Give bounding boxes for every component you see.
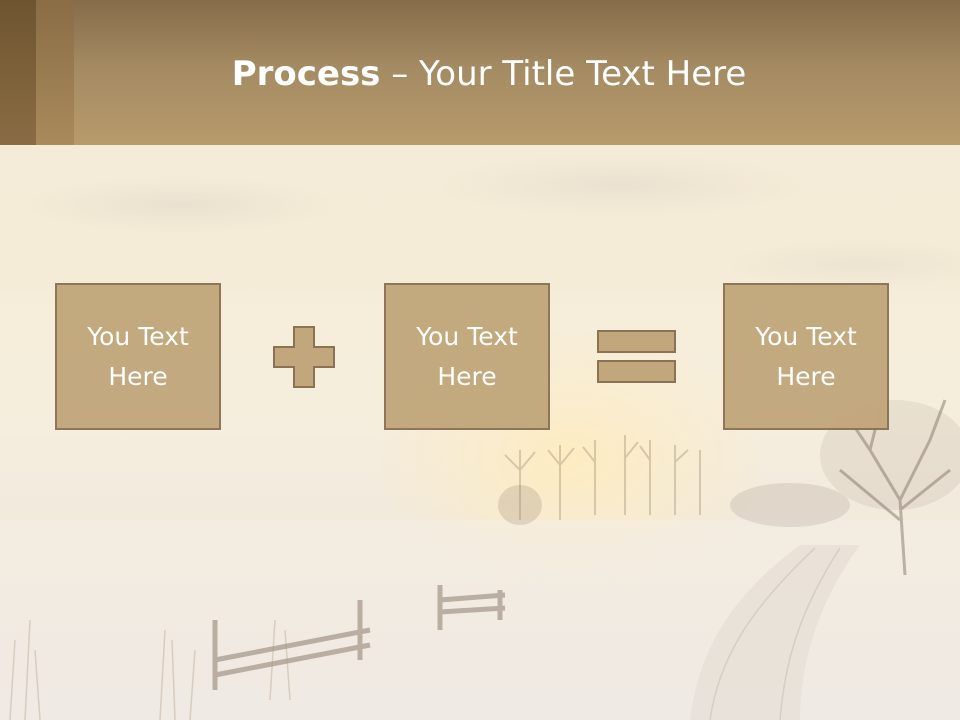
process-box-1-text: You Text Here	[87, 321, 189, 391]
title-bar: Process – Your Title Text Here	[0, 0, 960, 145]
title-bold-part: Process	[231, 54, 381, 94]
reeds	[9, 619, 291, 720]
slide-title: Process – Your Title Text Here	[74, 52, 904, 96]
header-accent-mid	[36, 0, 74, 145]
distant-trees	[504, 435, 701, 520]
title-rest-part: – Your Title Text Here	[380, 54, 747, 94]
header-accent-dark	[0, 0, 36, 145]
process-box-1[interactable]: You Text Here	[55, 283, 221, 430]
large-tree	[839, 399, 951, 576]
process-box-2-text: You Text Here	[416, 321, 518, 391]
fence	[212, 585, 506, 690]
process-box-2[interactable]: You Text Here	[384, 283, 550, 430]
plus-icon	[273, 326, 335, 388]
process-box-3[interactable]: You Text Here	[723, 283, 889, 430]
process-box-3-text: You Text Here	[755, 321, 857, 391]
equals-icon	[597, 330, 676, 383]
